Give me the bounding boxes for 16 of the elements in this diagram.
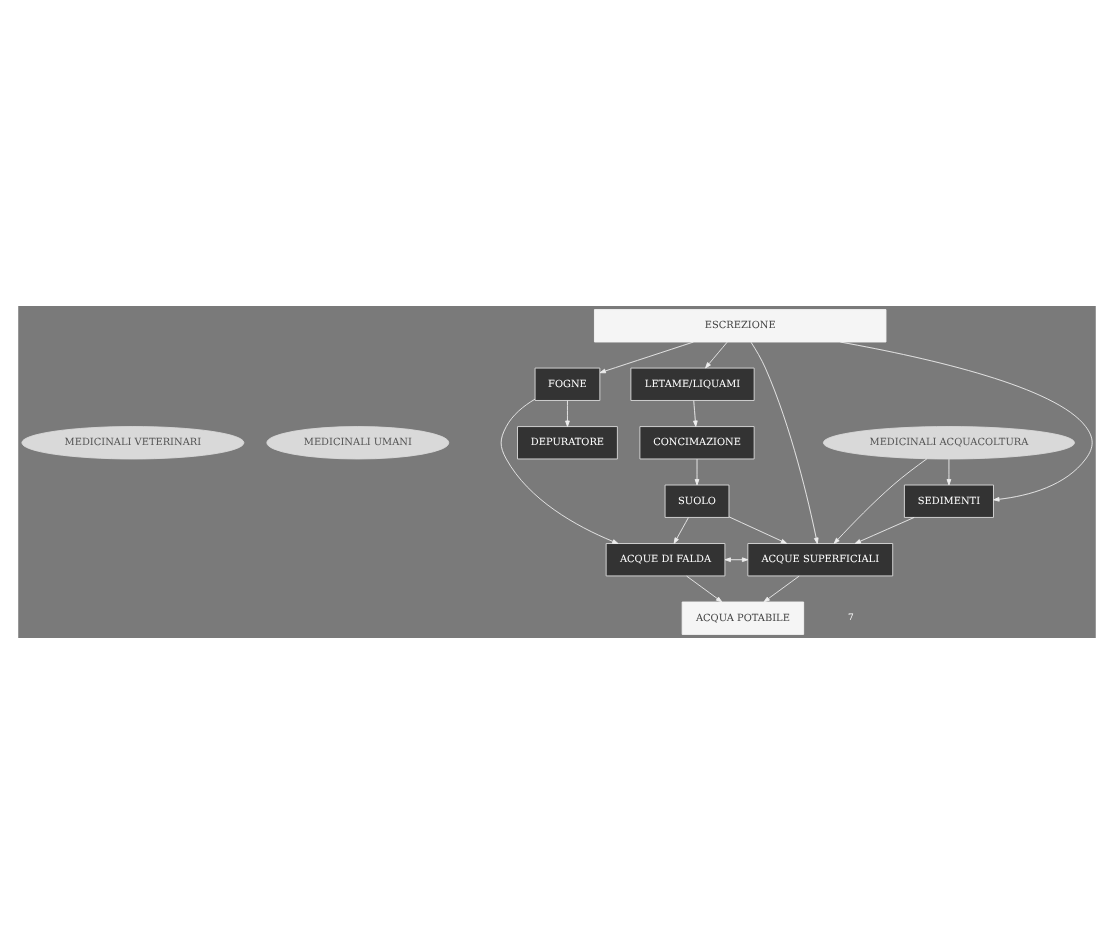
arrow bbox=[728, 515, 788, 543]
arrow bbox=[724, 556, 749, 562]
arrow bbox=[673, 516, 689, 543]
arrow bbox=[694, 457, 700, 485]
arrow bbox=[705, 340, 728, 368]
arrow bbox=[565, 399, 570, 426]
arrow bbox=[763, 574, 800, 602]
arrow bbox=[693, 399, 698, 426]
arrow bbox=[839, 340, 1093, 501]
arrow bbox=[500, 397, 619, 543]
arrow bbox=[833, 457, 928, 543]
arrow bbox=[599, 340, 694, 373]
arrow bbox=[686, 574, 723, 602]
arrow bbox=[854, 516, 915, 543]
arrow bbox=[750, 340, 819, 543]
arrow bbox=[946, 457, 952, 485]
